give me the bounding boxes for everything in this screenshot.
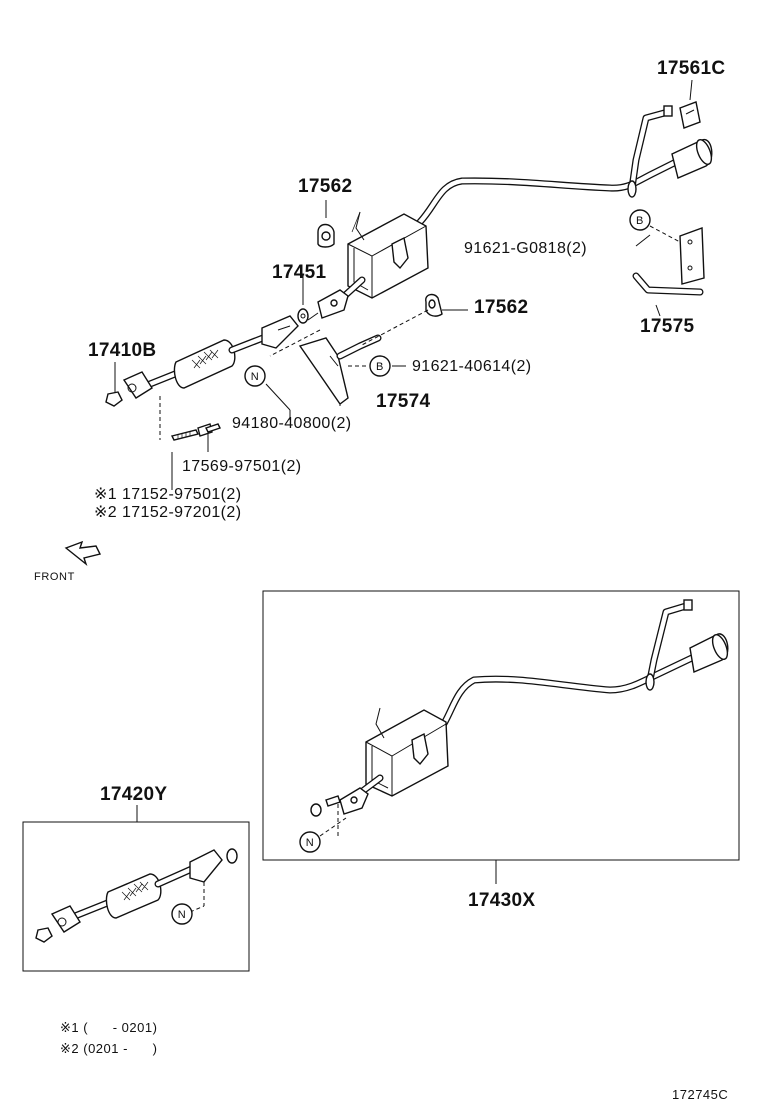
label-94180-40800: 94180-40800(2)	[232, 415, 351, 432]
marker-b-1: B	[629, 209, 651, 231]
note-2: ※2 (0201 - )	[60, 1041, 157, 1056]
marker-n-text: N	[306, 837, 315, 849]
tail-pipe-assy-17430x	[310, 599, 729, 837]
label-17420y: 17420Y	[100, 784, 167, 805]
marker-n-text: N	[251, 371, 260, 383]
label-91621-g0818: 91621-G0818(2)	[464, 240, 587, 257]
hanger-17562-top	[317, 200, 335, 248]
bracket-17575	[632, 227, 705, 296]
front-pipe-assy-17420y	[35, 848, 238, 943]
label-17152-97201: ※2 17152-97201(2)	[94, 504, 241, 521]
label-17561c: 17561C	[657, 58, 725, 79]
tail-pipe	[416, 105, 713, 226]
marker-n-1: N	[244, 365, 266, 387]
mount-17561c	[679, 101, 701, 129]
front-label: FRONT	[34, 571, 75, 583]
marker-n-3: N	[171, 903, 193, 925]
front-pipe-converter	[105, 315, 299, 407]
label-17562-top: 17562	[298, 176, 352, 197]
label-17451: 17451	[272, 262, 326, 283]
marker-n-2: N	[299, 831, 321, 853]
front-arrow-icon	[64, 540, 102, 567]
marker-n-text: N	[178, 909, 187, 921]
gasket-flange-17451	[297, 275, 349, 324]
label-17575: 17575	[640, 316, 694, 337]
marker-b-2: B	[369, 355, 391, 377]
hanger-17562-mid	[425, 293, 443, 317]
marker-b-text: B	[636, 215, 644, 227]
figure-code: 172745C	[672, 1087, 728, 1102]
bracket-17574	[298, 334, 382, 405]
bolts	[170, 423, 221, 441]
marker-b-text: B	[376, 361, 384, 373]
label-17569-97501: 17569-97501(2)	[182, 458, 301, 475]
label-17574: 17574	[376, 391, 430, 412]
label-17562-mid: 17562	[474, 297, 528, 318]
note-1: ※1 ( - 0201)	[60, 1020, 157, 1035]
leader-lines-main	[114, 79, 693, 490]
main-muffler	[336, 211, 429, 304]
box-17420y	[22, 821, 250, 972]
label-17430x: 17430X	[468, 890, 535, 911]
label-17410b: 17410B	[88, 340, 156, 361]
label-91621-40614: 91621-40614(2)	[412, 358, 531, 375]
box-17430x	[262, 590, 740, 861]
label-17152-97501: ※1 17152-97501(2)	[94, 486, 241, 503]
